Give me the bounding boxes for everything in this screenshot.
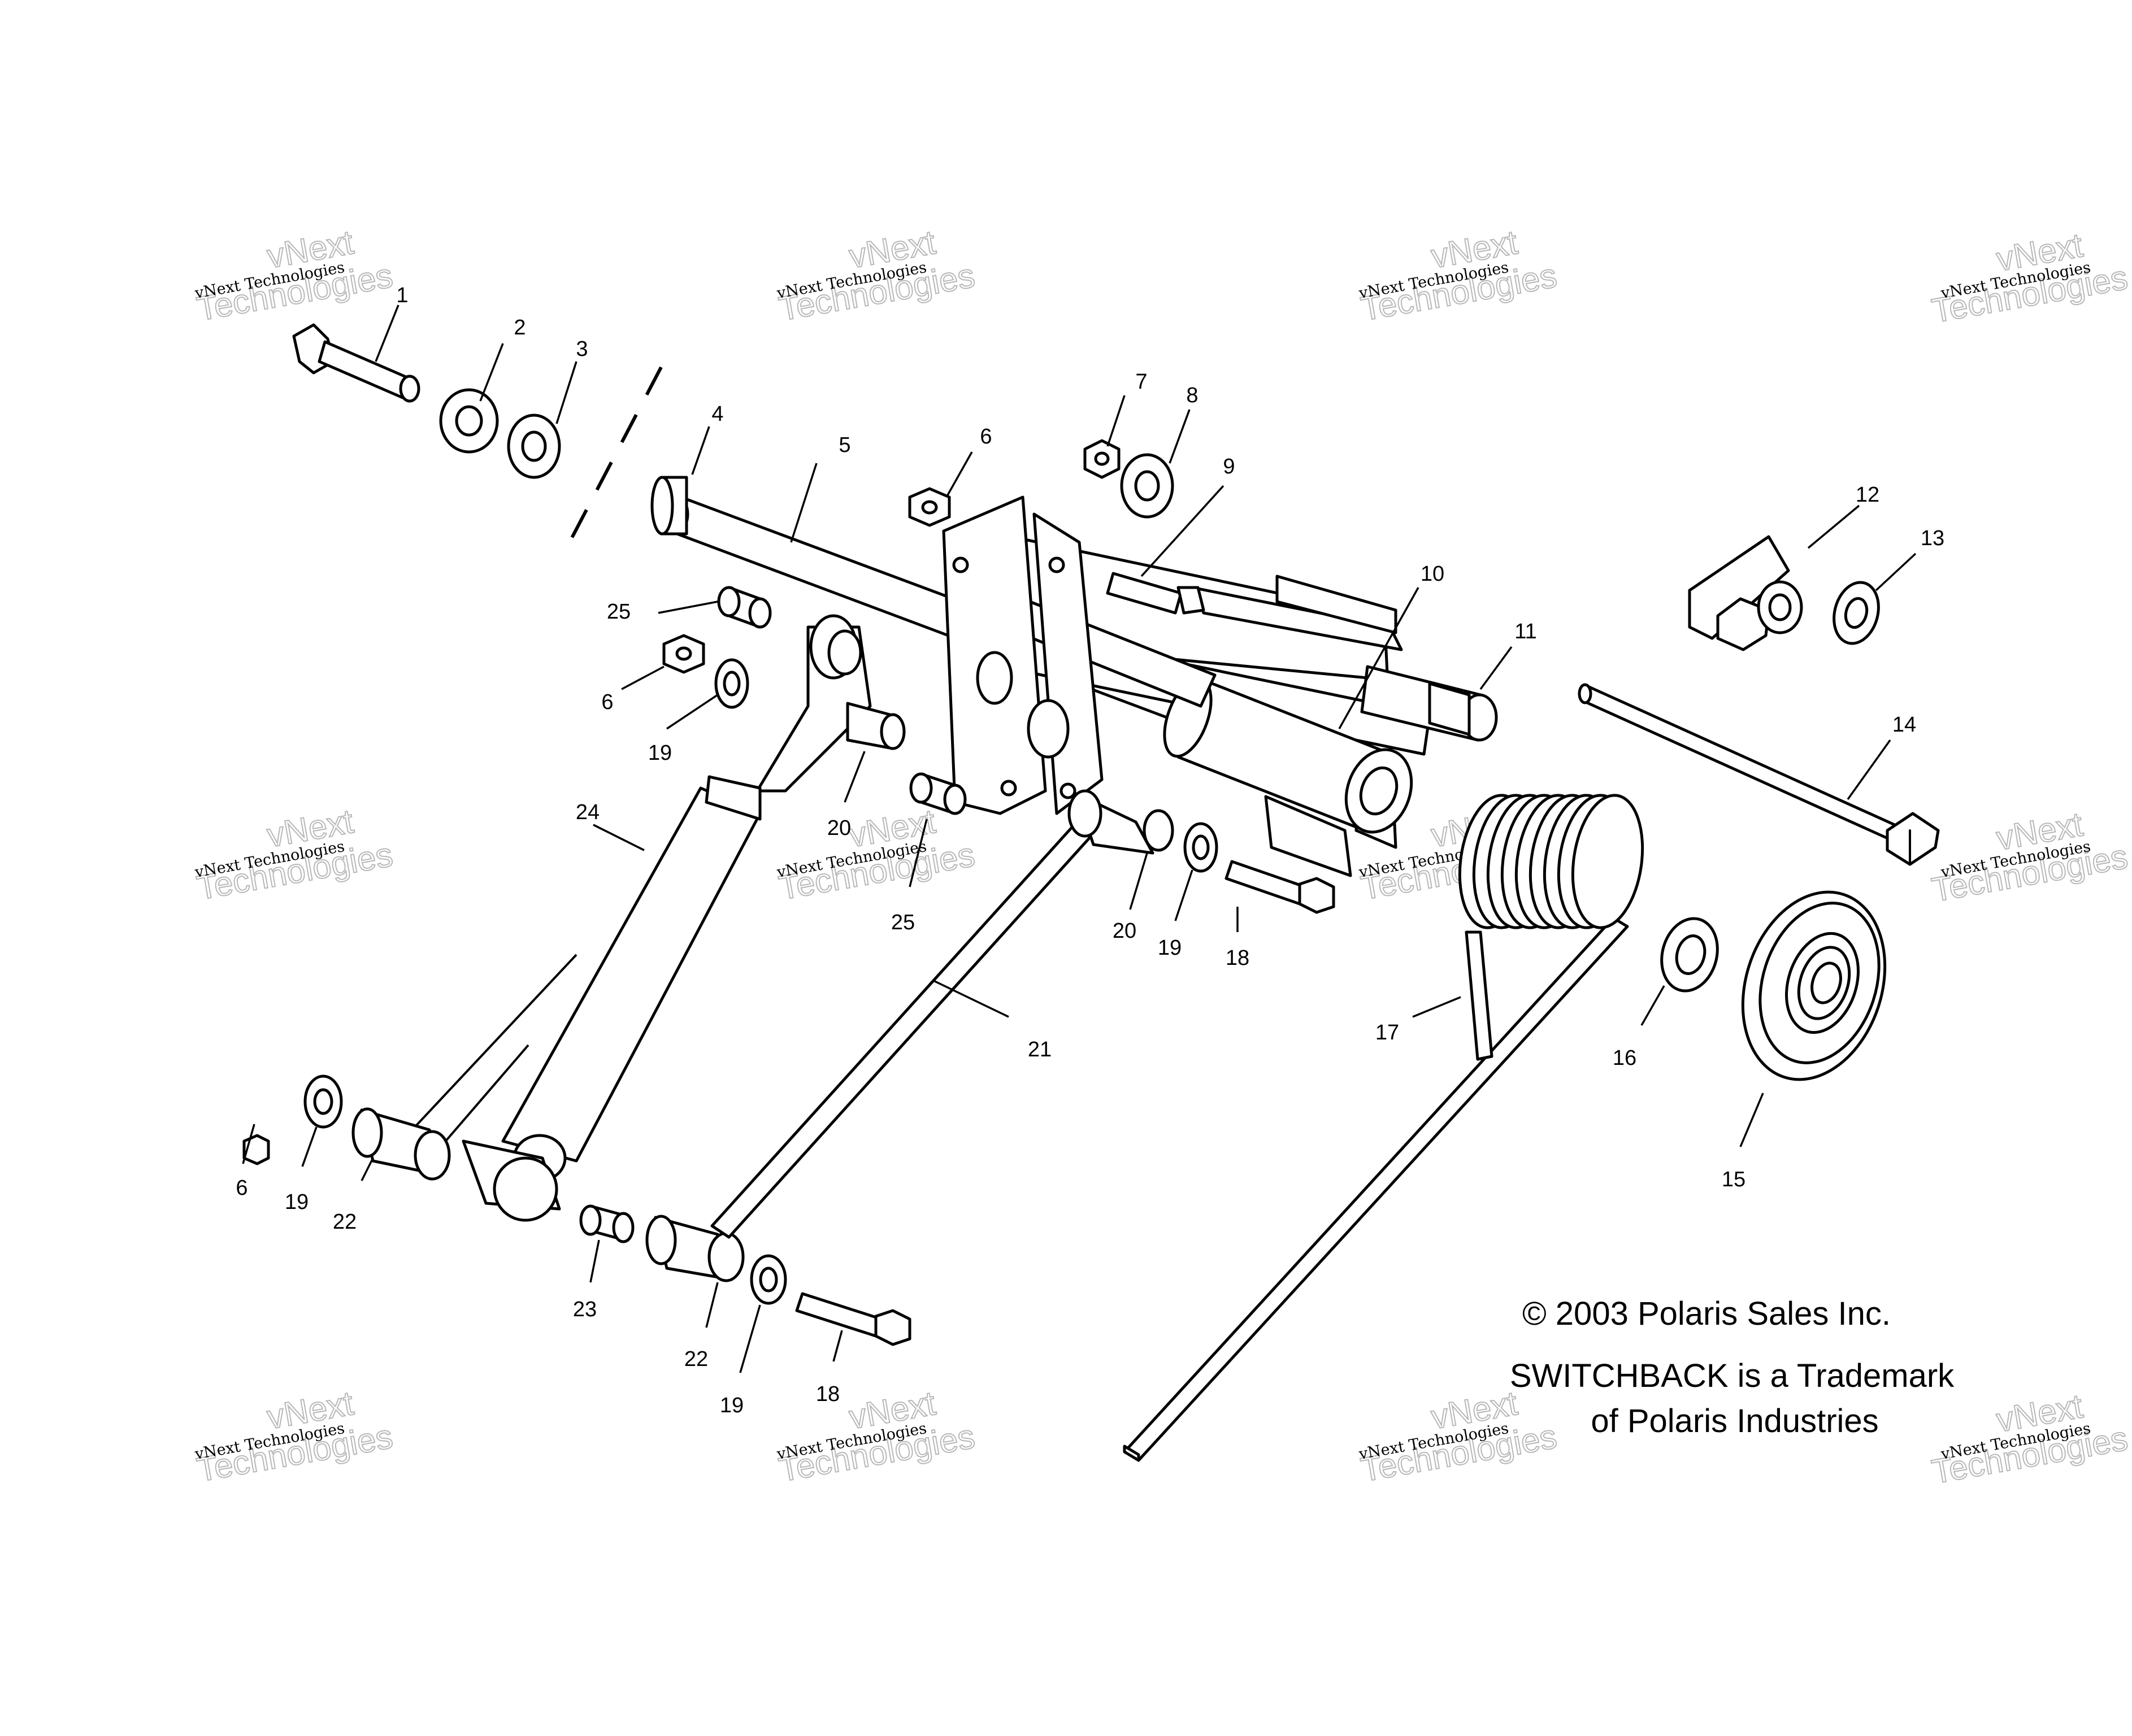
part-20-arm-upper	[755, 614, 906, 793]
callout-1: 1	[396, 284, 408, 307]
part-11-shaft-end	[1360, 665, 1498, 742]
callout-16: 16	[1613, 1046, 1636, 1070]
callout-10: 10	[1421, 562, 1444, 586]
callout-12: 12	[1856, 483, 1879, 507]
callout-25-middle: 25	[891, 911, 915, 934]
part-3-washer	[507, 414, 561, 479]
callout-2: 2	[514, 316, 526, 340]
callout-22-a: 22	[333, 1210, 357, 1234]
part-17-torsion-spring	[1123, 794, 1644, 1462]
callout-19-a: 19	[648, 741, 672, 765]
part-12-bracket	[1688, 535, 1803, 651]
part-19-washer-d	[750, 1254, 787, 1305]
callout-24: 24	[576, 800, 600, 824]
part-25-spacer-middle	[909, 772, 967, 815]
callout-6-lower: 6	[236, 1176, 247, 1200]
callout-7: 7	[1135, 370, 1147, 394]
part-8-washer	[1120, 453, 1174, 519]
callout-18-upper: 18	[1226, 946, 1249, 970]
part-23-spacer	[579, 1204, 635, 1243]
part-6-nut-top	[908, 487, 951, 527]
copyright-line-1: © 2003 Polaris Sales Inc.	[1522, 1295, 1891, 1332]
callout-22-b: 22	[684, 1347, 708, 1371]
callout-23: 23	[573, 1298, 597, 1321]
callout-20-a: 20	[827, 816, 851, 840]
part-19-washer-c	[303, 1074, 343, 1129]
part-5-side-plate-front	[942, 495, 1104, 815]
part-13-washer	[1833, 581, 1880, 645]
callout-6-middle: 6	[601, 690, 613, 714]
callout-3: 3	[576, 337, 588, 361]
callout-13: 13	[1921, 527, 1944, 550]
copyright-block: © 2003 Polaris Sales Inc. SWITCHBACK is …	[1510, 1295, 1955, 1439]
part-19-washer-b	[1183, 822, 1218, 873]
copyright-line-2: SWITCHBACK is a Trademark	[1510, 1358, 1955, 1394]
part-25-spacer-top	[717, 586, 772, 629]
copyright-line-3: of Polaris Industries	[1591, 1403, 1878, 1439]
callout-19-d: 19	[720, 1394, 744, 1417]
part-1-bolt	[292, 323, 420, 403]
callout-21: 21	[1028, 1038, 1052, 1061]
callout-25-top: 25	[607, 600, 631, 624]
leader-lines	[242, 304, 1917, 1373]
part-6-nut-middle	[662, 634, 705, 674]
part-24-shock	[462, 775, 762, 1222]
part-18-bolt-upper	[1225, 860, 1335, 914]
callout-11: 11	[1514, 620, 1536, 643]
callout-19-c: 19	[285, 1190, 309, 1214]
callout-labels: 1 2 3 4 5 6 7 8 9 10 11 12 13 14 25 6 19…	[236, 284, 1944, 1417]
callout-5: 5	[839, 433, 850, 457]
part-7-nut	[1083, 439, 1121, 479]
callout-19-b: 19	[1158, 936, 1182, 960]
part-2-washer	[439, 388, 499, 454]
assembly-dash-line	[563, 366, 663, 552]
callout-8: 8	[1186, 384, 1198, 407]
part-18-bolt-lower	[795, 1292, 911, 1346]
callout-17: 17	[1375, 1021, 1399, 1045]
callout-20-b: 20	[1113, 919, 1136, 943]
part-22-pivot-left	[351, 954, 577, 1181]
part-14-bolt	[1578, 683, 1940, 866]
part-16-washer	[1660, 917, 1719, 993]
callout-9: 9	[1223, 455, 1235, 478]
part-9-bolt	[1106, 572, 1205, 615]
callout-14: 14	[1892, 713, 1916, 737]
callout-6-top: 6	[980, 425, 992, 449]
part-21-lower-arm	[710, 789, 1174, 1239]
part-15-wheel	[1741, 890, 1887, 1081]
part-19-washer-a	[714, 658, 749, 709]
callout-4: 4	[711, 402, 723, 426]
callout-18-lower: 18	[816, 1382, 840, 1406]
callout-15: 15	[1722, 1168, 1745, 1191]
